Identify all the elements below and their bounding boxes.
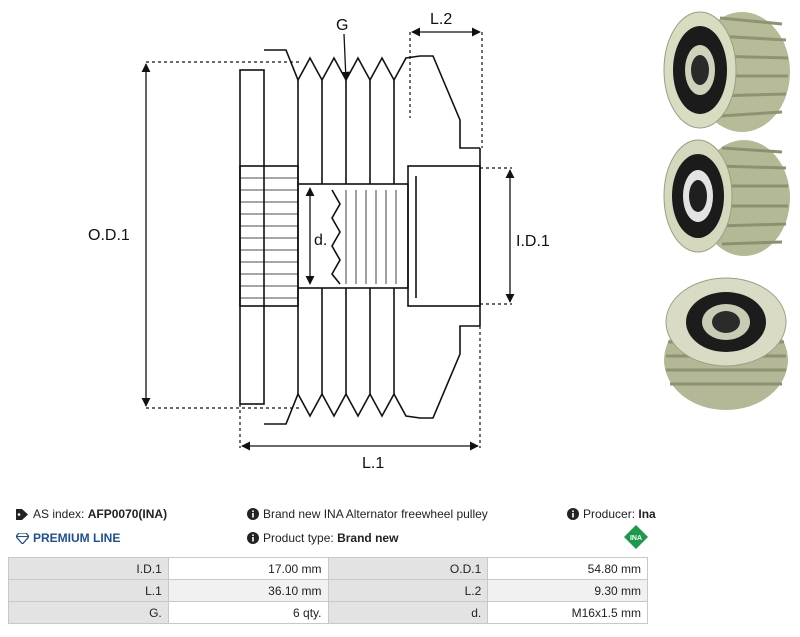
spec-label: L.2 bbox=[327, 579, 489, 602]
label-l1: L.1 bbox=[362, 455, 384, 472]
spec-value: 36.10 mm bbox=[167, 579, 329, 602]
producer-label: Producer: bbox=[583, 507, 636, 521]
info-icon bbox=[247, 532, 259, 547]
spec-value: 9.30 mm bbox=[487, 579, 648, 602]
label-d: d. bbox=[314, 232, 327, 249]
as-index-label: AS index: bbox=[33, 507, 85, 521]
ina-badge-text: INA bbox=[630, 535, 642, 542]
specs-table: I.D.1 17.00 mm O.D.1 54.80 mm L.1 36.10 … bbox=[8, 557, 648, 624]
label-od1: O.D.1 bbox=[88, 227, 130, 244]
spec-label: d. bbox=[327, 601, 489, 624]
producer-value: Ina bbox=[638, 507, 656, 521]
diamond-icon bbox=[15, 532, 30, 547]
premium-line: PREMIUM LINE bbox=[15, 531, 121, 547]
product-type: Product type: Brand new bbox=[247, 531, 398, 547]
description-text: Brand new INA Alternator freewheel pulle… bbox=[263, 507, 488, 521]
product-description: Brand new INA Alternator freewheel pulle… bbox=[247, 507, 488, 523]
product-type-label: Product type: bbox=[263, 531, 334, 545]
spline-hatch bbox=[240, 177, 298, 299]
premium-line-label: PREMIUM LINE bbox=[33, 531, 121, 545]
spec-label: L.1 bbox=[8, 579, 169, 602]
spec-label: O.D.1 bbox=[327, 557, 489, 580]
info-icon bbox=[567, 508, 579, 523]
spec-label: G. bbox=[8, 601, 169, 624]
product-type-value: Brand new bbox=[337, 531, 399, 545]
label-id1: I.D.1 bbox=[516, 233, 550, 250]
product-photo-rear bbox=[660, 272, 792, 410]
label-l2: L.2 bbox=[430, 11, 452, 28]
table-row: L.1 36.10 mm L.2 9.30 mm bbox=[8, 579, 648, 602]
table-row: G. 6 qty. d. M16x1.5 mm bbox=[8, 601, 648, 624]
product-photo-front-angle bbox=[660, 6, 792, 136]
spec-value: 6 qty. bbox=[167, 601, 329, 624]
thread-hatch bbox=[345, 190, 397, 284]
table-row: I.D.1 17.00 mm O.D.1 54.80 mm bbox=[8, 557, 648, 580]
ina-brand-badge: INA bbox=[624, 525, 648, 549]
pulley-outline bbox=[239, 49, 481, 425]
spec-label: I.D.1 bbox=[8, 557, 169, 580]
product-photo-side bbox=[660, 136, 792, 266]
dimension-arrows bbox=[141, 27, 515, 451]
info-icon bbox=[247, 508, 259, 523]
spec-value: 17.00 mm bbox=[167, 557, 329, 580]
spec-value: 54.80 mm bbox=[487, 557, 648, 580]
producer: Producer: Ina bbox=[567, 507, 656, 523]
as-index: AS index: AFP0070(INA) bbox=[16, 507, 167, 523]
spec-value: M16x1.5 mm bbox=[487, 601, 648, 624]
tag-icon bbox=[16, 509, 29, 523]
as-index-value: AFP0070(INA) bbox=[87, 507, 168, 521]
technical-drawing: G L.2 O.D.1 d. I.D.1 L.1 bbox=[88, 11, 550, 472]
extension-lines bbox=[146, 32, 512, 448]
label-g: G bbox=[336, 17, 348, 34]
